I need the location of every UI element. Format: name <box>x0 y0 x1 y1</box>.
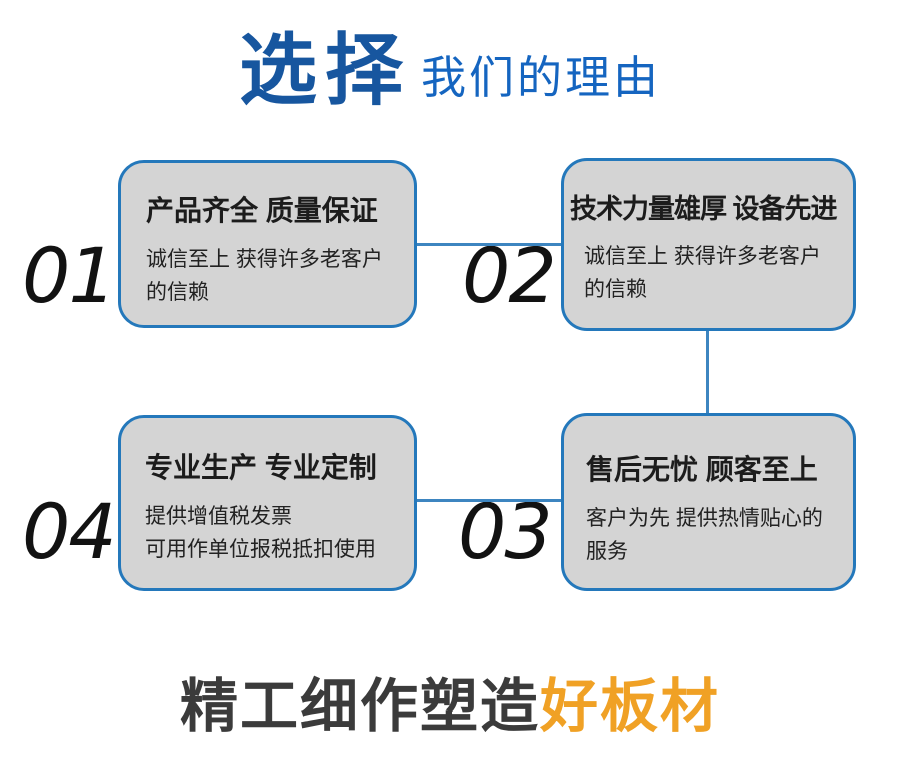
step-number-04: 04 <box>22 487 117 576</box>
step-number-02: 02 <box>462 231 557 320</box>
feature-card-04-title: 专业生产 专业定制 <box>145 452 377 483</box>
feature-card-01-description: 诚信至上 获得许多老客户 的信赖 <box>146 247 383 304</box>
page-title: 选择我们的理由 <box>0 26 900 114</box>
feature-card-01-title: 产品齐全 质量保证 <box>146 195 378 226</box>
feature-card-03-title: 售后无忧 顾客至上 <box>586 454 818 485</box>
page-title-sub: 我们的理由 <box>421 52 662 103</box>
feature-card-04: 专业生产 专业定制 提供增值税发票 可用作单位报税抵扣使用 <box>118 415 417 591</box>
connector-line-top <box>417 243 561 246</box>
feature-card-02-description: 诚信至上 获得许多老客户 的信赖 <box>584 245 821 302</box>
feature-card-02-title: 技术力量雄厚 设备先进 <box>570 194 838 224</box>
connector-line-vertical <box>706 331 709 413</box>
feature-card-02: 技术力量雄厚 设备先进 诚信至上 获得许多老客户 的信赖 <box>561 158 856 331</box>
feature-card-01: 产品齐全 质量保证 诚信至上 获得许多老客户 的信赖 <box>118 160 417 328</box>
feature-card-03-description: 客户为先 提供热情贴心的 服务 <box>586 506 823 563</box>
feature-card-04-description: 提供增值税发票 可用作单位报税抵扣使用 <box>145 504 376 561</box>
connector-line-bottom <box>417 499 561 502</box>
step-number-01: 01 <box>22 231 117 320</box>
step-number-03: 03 <box>458 487 553 576</box>
footer-slogan-gray: 精工细作塑造 <box>179 674 540 739</box>
page-title-main: 选择 <box>238 26 411 114</box>
feature-card-03: 售后无忧 顾客至上 客户为先 提供热情贴心的 服务 <box>561 413 856 591</box>
footer-slogan: 精工细作塑造好板材 <box>0 674 900 741</box>
footer-slogan-orange: 好板材 <box>540 674 721 739</box>
